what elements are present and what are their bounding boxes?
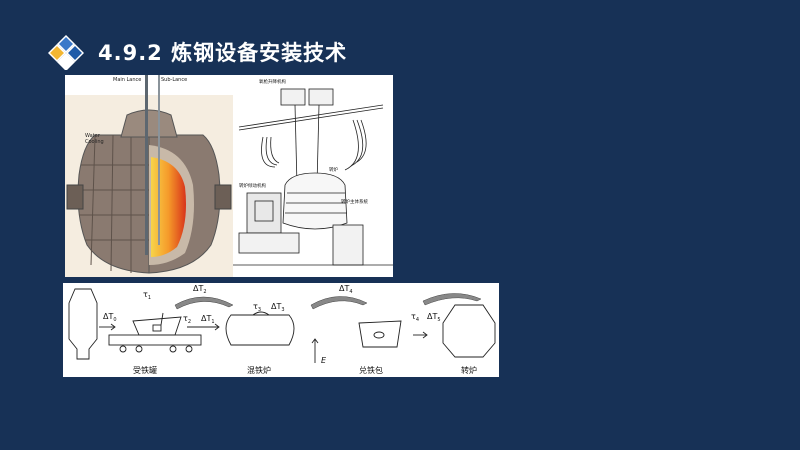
svg-text:τ3: τ3 <box>253 302 261 313</box>
page-title: 4.9.2 炼钢设备安装技术 <box>98 41 348 65</box>
caption-mixer: 混铁炉 <box>247 365 271 375</box>
svg-text:ΔT3: ΔT3 <box>271 302 285 313</box>
svg-text:ΔT2: ΔT2 <box>193 284 207 295</box>
caption-converter: 转炉 <box>461 365 477 375</box>
header: 4.9.2 炼钢设备安装技术 <box>47 32 348 72</box>
diamond-logo-icon <box>47 34 85 72</box>
caption-charging-ladle: 兑铁包 <box>359 365 383 375</box>
sub-lance-label: Sub-Lance <box>161 77 187 83</box>
svg-text:ΔT4: ΔT4 <box>339 284 353 295</box>
tilting-mechanism-label: 转炉倾动机构 <box>239 182 266 189</box>
svg-text:ΔT1: ΔT1 <box>201 314 215 325</box>
svg-text:τ2: τ2 <box>183 314 191 325</box>
hot-metal-flow-diagram: τ1 ΔT2 ΔT0 τ2 ΔT1 τ3 ΔT3 ΔT4 τ4 ΔT5 E 受铁… <box>63 283 499 377</box>
converter-mechanism-diagram: 氧枪升降机构 转炉倾动机构 转炉 转炉主体系统 <box>233 75 393 277</box>
svg-text:E: E <box>321 356 327 365</box>
svg-text:ΔT5: ΔT5 <box>427 312 441 323</box>
lance-lifting-label: 氧枪升降机构 <box>259 78 286 85</box>
converter-body-label: 转炉主体系统 <box>341 198 368 205</box>
svg-text:τ1: τ1 <box>143 290 151 301</box>
svg-text:τ4: τ4 <box>411 312 419 323</box>
main-lance-label: Main Lance <box>113 77 141 83</box>
caption-receiving-ladle: 受铁罐 <box>133 365 157 375</box>
svg-text:ΔT0: ΔT0 <box>103 312 117 323</box>
converter-label: 转炉 <box>329 166 338 173</box>
